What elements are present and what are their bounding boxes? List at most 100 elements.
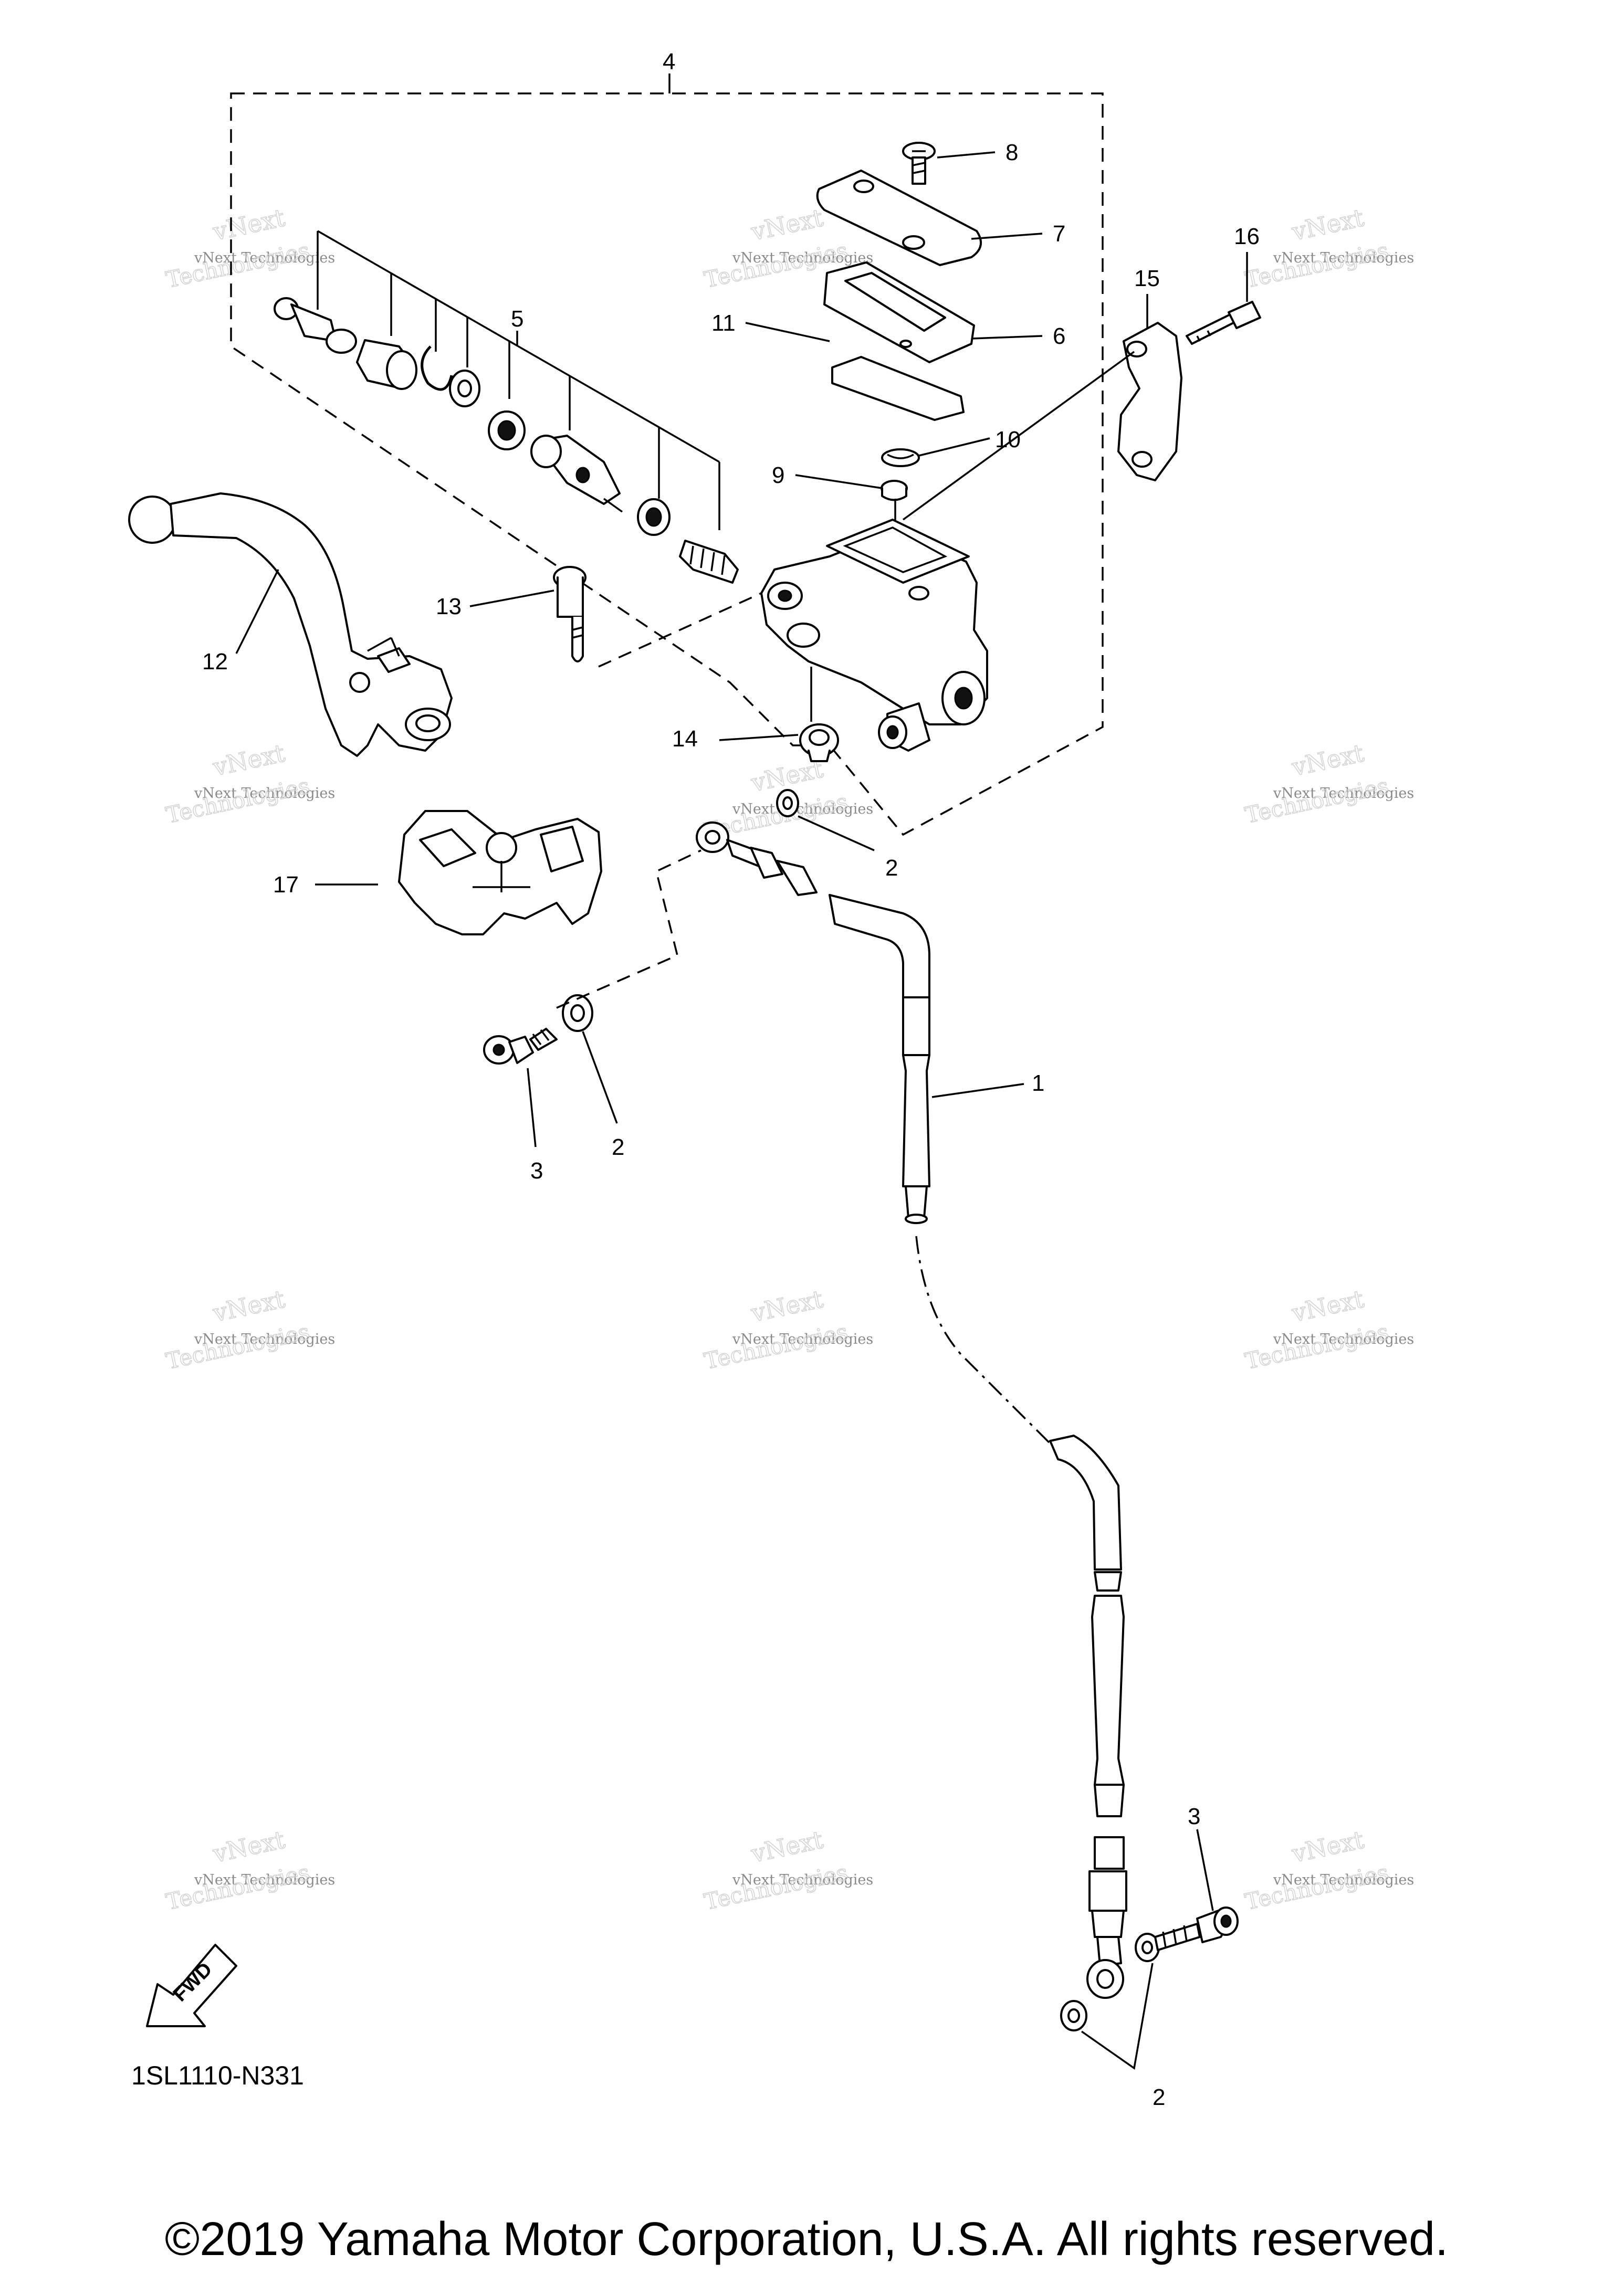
- watermark: vNext vNext Technologies Technologies: [1242, 738, 1414, 828]
- callout-9: 9: [772, 462, 784, 488]
- svg-text:vNext: vNext: [748, 203, 826, 246]
- washer-14: [799, 723, 839, 762]
- callout-5: 5: [511, 306, 523, 332]
- callout-15: 15: [1134, 266, 1160, 291]
- svg-text:vNext Technologies: vNext Technologies: [194, 785, 335, 802]
- piston-kit-bracket: [317, 230, 720, 530]
- svg-text:vNext Technologies: vNext Technologies: [1273, 1872, 1414, 1888]
- union-bolt-left: [483, 1028, 558, 1065]
- svg-text:vNext: vNext: [1289, 203, 1367, 246]
- watermark: vNext vNext Technologies Technologies: [163, 738, 335, 828]
- holder: [1117, 322, 1182, 481]
- watermark: vNext vNext Technologies Technologies: [1242, 1825, 1414, 1915]
- callout-4: 4: [663, 49, 675, 75]
- callout-13: 13: [436, 594, 462, 619]
- callout-16: 16: [1234, 224, 1260, 249]
- washer-5: [449, 370, 480, 407]
- svg-text:vNext: vNext: [210, 203, 288, 246]
- diaphragm: [831, 356, 965, 421]
- watermark-grid: vNext vNext Technologies Technologies vN…: [163, 203, 1414, 1915]
- spring: [679, 540, 739, 584]
- leader-2c: [1081, 1963, 1154, 2070]
- push-rod: [274, 297, 357, 354]
- callout-11: 11: [711, 310, 736, 336]
- diagram-code: 1SL1110-N331: [131, 2061, 304, 2090]
- boot: [356, 339, 417, 390]
- svg-text:vNext: vNext: [210, 1825, 288, 1868]
- cup-secondary: [637, 498, 671, 536]
- callout-8: 8: [1005, 140, 1018, 165]
- holder-bolt: [1186, 301, 1261, 345]
- svg-text:vNext: vNext: [1289, 739, 1367, 782]
- leader-3b: [1196, 1829, 1214, 1911]
- svg-text:vNext Technologies: vNext Technologies: [194, 1872, 335, 1888]
- watermark: vNext vNext Technologies Technologies: [701, 1284, 873, 1374]
- svg-text:Technologies: Technologies: [164, 773, 312, 828]
- float: [881, 480, 908, 501]
- leader-2b: [582, 1031, 618, 1124]
- cap-plate: [823, 261, 975, 363]
- watermark: vNext vNext Technologies Technologies: [1242, 1284, 1414, 1374]
- pivot-dashline: [598, 592, 762, 668]
- svg-text:vNext: vNext: [210, 1284, 288, 1328]
- svg-text:vNext: vNext: [748, 1284, 826, 1328]
- fwd-arrow-icon: FWD: [146, 1944, 237, 2027]
- leader-7: [971, 233, 1043, 240]
- leader-13: [469, 589, 554, 607]
- leader-3a: [527, 1068, 537, 1147]
- reservoir-cap: [816, 170, 982, 266]
- callout-3b: 3: [1188, 1804, 1200, 1829]
- leader-14: [719, 734, 799, 741]
- leader-11: [745, 322, 830, 342]
- leader-12: [235, 569, 279, 654]
- svg-text:vNext Technologies: vNext Technologies: [194, 1331, 335, 1347]
- watermark: vNext vNext Technologies Technologies: [1242, 203, 1414, 293]
- piston: [530, 435, 623, 513]
- svg-text:Technologies: Technologies: [164, 1319, 312, 1374]
- cap-screw: [902, 142, 936, 185]
- washer-upper: [776, 789, 799, 817]
- svg-text:vNext Technologies: vNext Technologies: [194, 250, 335, 266]
- callout-1: 1: [1032, 1070, 1044, 1096]
- svg-text:Technologies: Technologies: [1243, 1319, 1391, 1374]
- washer-left: [562, 994, 593, 1032]
- watermark: vNext vNext Technologies Technologies: [163, 1825, 335, 1915]
- callout-14: 14: [672, 726, 698, 752]
- svg-text:vNext Technologies: vNext Technologies: [732, 1331, 873, 1347]
- leader-9: [795, 474, 883, 489]
- callout-2c: 2: [1153, 2084, 1165, 2110]
- cup-primary: [488, 410, 526, 450]
- leader-1: [931, 1083, 1024, 1098]
- copyright-notice: ©2019 Yamaha Motor Corporation, U.S.A. A…: [164, 2213, 1449, 2266]
- svg-text:Technologies: Technologies: [1243, 1859, 1391, 1915]
- svg-text:vNext: vNext: [1289, 1825, 1367, 1868]
- svg-text:Technologies: Technologies: [164, 1859, 312, 1915]
- svg-text:Technologies: Technologies: [702, 1319, 850, 1374]
- callouts: 1 2 2 2 3 3 4 5 6 7 8 9 10 11 12 13 14 1…: [202, 49, 1260, 2110]
- master-cylinder-body: [760, 519, 988, 752]
- svg-text:Technologies: Technologies: [702, 1859, 850, 1915]
- svg-text:Technologies: Technologies: [164, 237, 312, 293]
- svg-text:Technologies: Technologies: [1243, 773, 1391, 828]
- hose-dashdot: [915, 1236, 1056, 1450]
- pivot-bolt: [553, 566, 586, 662]
- svg-text:vNext Technologies: vNext Technologies: [1273, 785, 1414, 802]
- svg-text:vNext: vNext: [1289, 1284, 1367, 1328]
- svg-text:vNext Technologies: vNext Technologies: [732, 250, 873, 266]
- circlip: [421, 345, 453, 391]
- callout-10: 10: [995, 427, 1021, 452]
- watermark: vNext vNext Technologies Technologies: [163, 203, 335, 293]
- leader-10: [918, 437, 990, 457]
- float-clip: [881, 448, 920, 467]
- brake-hose-lower: [1049, 1435, 1127, 1999]
- callout-6: 6: [1053, 323, 1065, 349]
- leader-6: [971, 335, 1043, 340]
- svg-text:vNext: vNext: [210, 739, 288, 782]
- union-bolt-lower: [1154, 1907, 1239, 1951]
- callout-12: 12: [202, 649, 228, 675]
- brake-lever: [128, 492, 453, 757]
- washer-lower-left: [1060, 2000, 1087, 2031]
- svg-text:Technologies: Technologies: [1243, 237, 1391, 293]
- brake-hose-upper: [696, 821, 930, 1224]
